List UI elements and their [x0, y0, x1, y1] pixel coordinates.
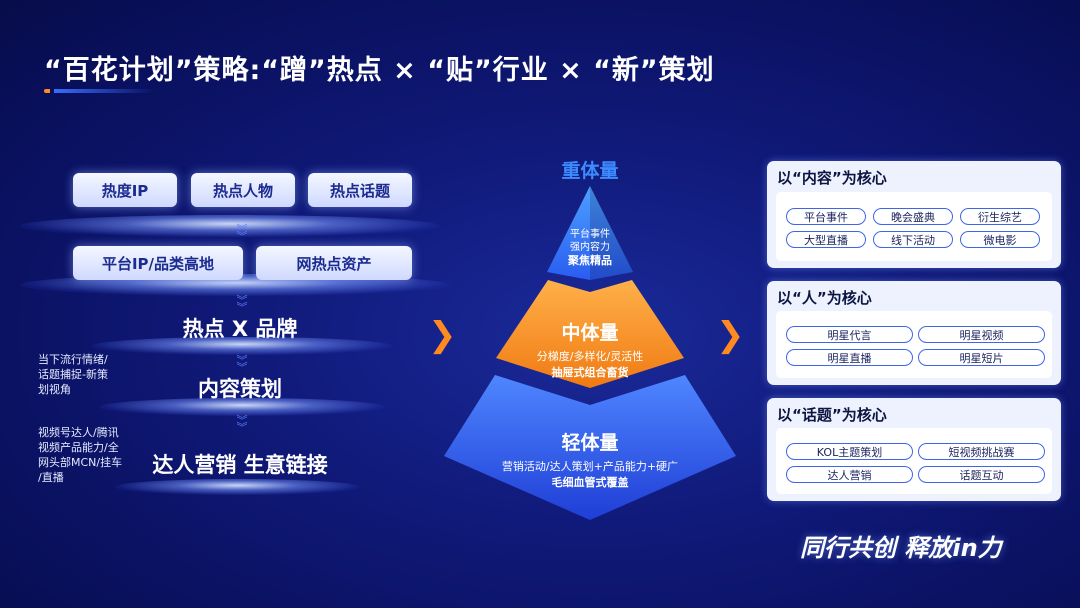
pyramid-top-header: 重体量 — [561, 160, 619, 182]
note-trends: 当下流行情绪/ 话题捕捉-新策 划视角 — [38, 352, 108, 397]
pyramid-middle-title: 中体量 — [561, 322, 619, 344]
chip-hot-ip: 热度IP — [73, 173, 177, 207]
chip-hot-topics: 热点话题 — [308, 173, 412, 207]
card-content-core: 以“内容”为核心 平台事件 晚会盛典 衍生综艺 大型直播 线下活动 微电影 — [767, 161, 1061, 268]
chevron-right-icon: ❯ — [428, 315, 457, 355]
card-title: 以“内容”为核心 — [777, 169, 887, 187]
note-line: 划视角 — [38, 383, 71, 396]
pyramid-top-edge — [590, 186, 633, 280]
pyramid-top-bold: 聚焦精品 — [568, 254, 612, 267]
pill-celebrity-video: 明星视频 — [918, 326, 1045, 343]
down-arrows-icon: ︾︾ — [236, 414, 248, 434]
card-title: 以“话题”为核心 — [777, 406, 887, 424]
note-line: 网头部MCN/挂车 — [38, 456, 123, 469]
chip-hot-people: 热点人物 — [191, 173, 295, 207]
chevron-right-icon: ❯ — [716, 315, 745, 355]
pill-platform-events: 平台事件 — [786, 208, 866, 225]
chip-platform-ip: 平台IP/品类高地 — [73, 246, 243, 280]
pyramid-top-tier — [547, 186, 633, 280]
note-channels: 视频号达人/腾讯 视频产品能力/全 网头部MCN/挂车 /直播 — [38, 425, 122, 485]
pill-celebrity-livestream: 明星直播 — [786, 349, 913, 366]
pill-short-video-challenge: 短视频挑战赛 — [918, 443, 1045, 460]
pyramid-middle-bold: 抽屉式组合畜货 — [551, 366, 629, 379]
chip-hot-assets: 网热点资产 — [256, 246, 412, 280]
pyramid-middle-text: 中体量 分梯度/多样化/灵活性 抽屉式组合畜货 — [520, 318, 660, 380]
glow-ellipse — [92, 337, 392, 355]
pill-kol-planning: KOL主题策划 — [786, 443, 913, 460]
note-line: 视频产品能力/全 — [38, 441, 119, 454]
page-title: “百花计划”策略:“蹭”热点 × “贴”行业 × “新”策划 — [44, 55, 715, 86]
pyramid-top-line: 强内容力 — [570, 242, 610, 253]
stage-content-planning: 内容策划 — [198, 377, 282, 401]
card-pill-area: KOL主题策划 短视频挑战赛 达人营销 话题互动 — [776, 428, 1052, 494]
pyramid-bottom-line: 营销活动/达人策划+产品能力+硬广 — [501, 460, 679, 473]
pill-gala: 晚会盛典 — [873, 208, 953, 225]
card-pill-area: 明星代言 明星视频 明星直播 明星短片 — [776, 311, 1052, 378]
down-arrows-icon: ︾︾ — [236, 354, 248, 374]
note-line: 话题捕捉-新策 — [38, 368, 108, 381]
card-pill-area: 平台事件 晚会盛典 衍生综艺 大型直播 线下活动 微电影 — [776, 192, 1052, 261]
glow-ellipse — [100, 398, 385, 416]
card-topic-core: 以“话题”为核心 KOL主题策划 短视频挑战赛 达人营销 话题互动 — [767, 398, 1061, 501]
note-line: 当下流行情绪/ — [38, 353, 108, 366]
pill-topic-interaction: 话题互动 — [918, 466, 1045, 483]
pyramid-top-text: 平台事件 强内容力 聚焦精品 — [540, 228, 640, 267]
pyramid-middle-tier — [496, 280, 684, 388]
glow-ellipse — [115, 479, 360, 495]
note-line: /直播 — [38, 471, 64, 484]
pill-influencer-marketing: 达人营销 — [786, 466, 913, 483]
down-arrows-icon: ︾︾ — [236, 294, 248, 314]
pill-celebrity-short-film: 明星短片 — [918, 349, 1045, 366]
pyramid-bottom-bold: 毛细血管式覆盖 — [551, 476, 629, 489]
pyramid-bottom-text: 轻体量 营销活动/达人策划+产品能力+硬广 毛细血管式覆盖 — [490, 428, 690, 490]
pyramid-graphic — [444, 186, 736, 520]
glow-ellipse — [20, 215, 440, 237]
title-underline — [44, 89, 154, 93]
pill-offline-events: 线下活动 — [873, 231, 953, 248]
pill-celebrity-endorsement: 明星代言 — [786, 326, 913, 343]
card-title: 以“人”为核心 — [777, 289, 872, 307]
pyramid-middle-line: 分梯度/多样化/灵活性 — [536, 350, 644, 363]
slogan: 同行共创 释放in力 — [800, 534, 1002, 562]
stage-influencer-marketing: 达人营销 生意链接 — [152, 453, 328, 477]
pyramid-bottom-title: 轻体量 — [561, 432, 619, 454]
pill-large-livestream: 大型直播 — [786, 231, 866, 248]
card-people-core: 以“人”为核心 明星代言 明星视频 明星直播 明星短片 — [767, 281, 1061, 385]
down-arrows-icon: ︾︾ — [236, 223, 248, 243]
pyramid-top-line: 平台事件 — [570, 229, 610, 240]
pill-micro-film: 微电影 — [960, 231, 1040, 248]
pyramid-bottom-tier — [444, 375, 736, 520]
note-line: 视频号达人/腾讯 — [38, 426, 119, 439]
pill-spinoff-variety: 衍生综艺 — [960, 208, 1040, 225]
